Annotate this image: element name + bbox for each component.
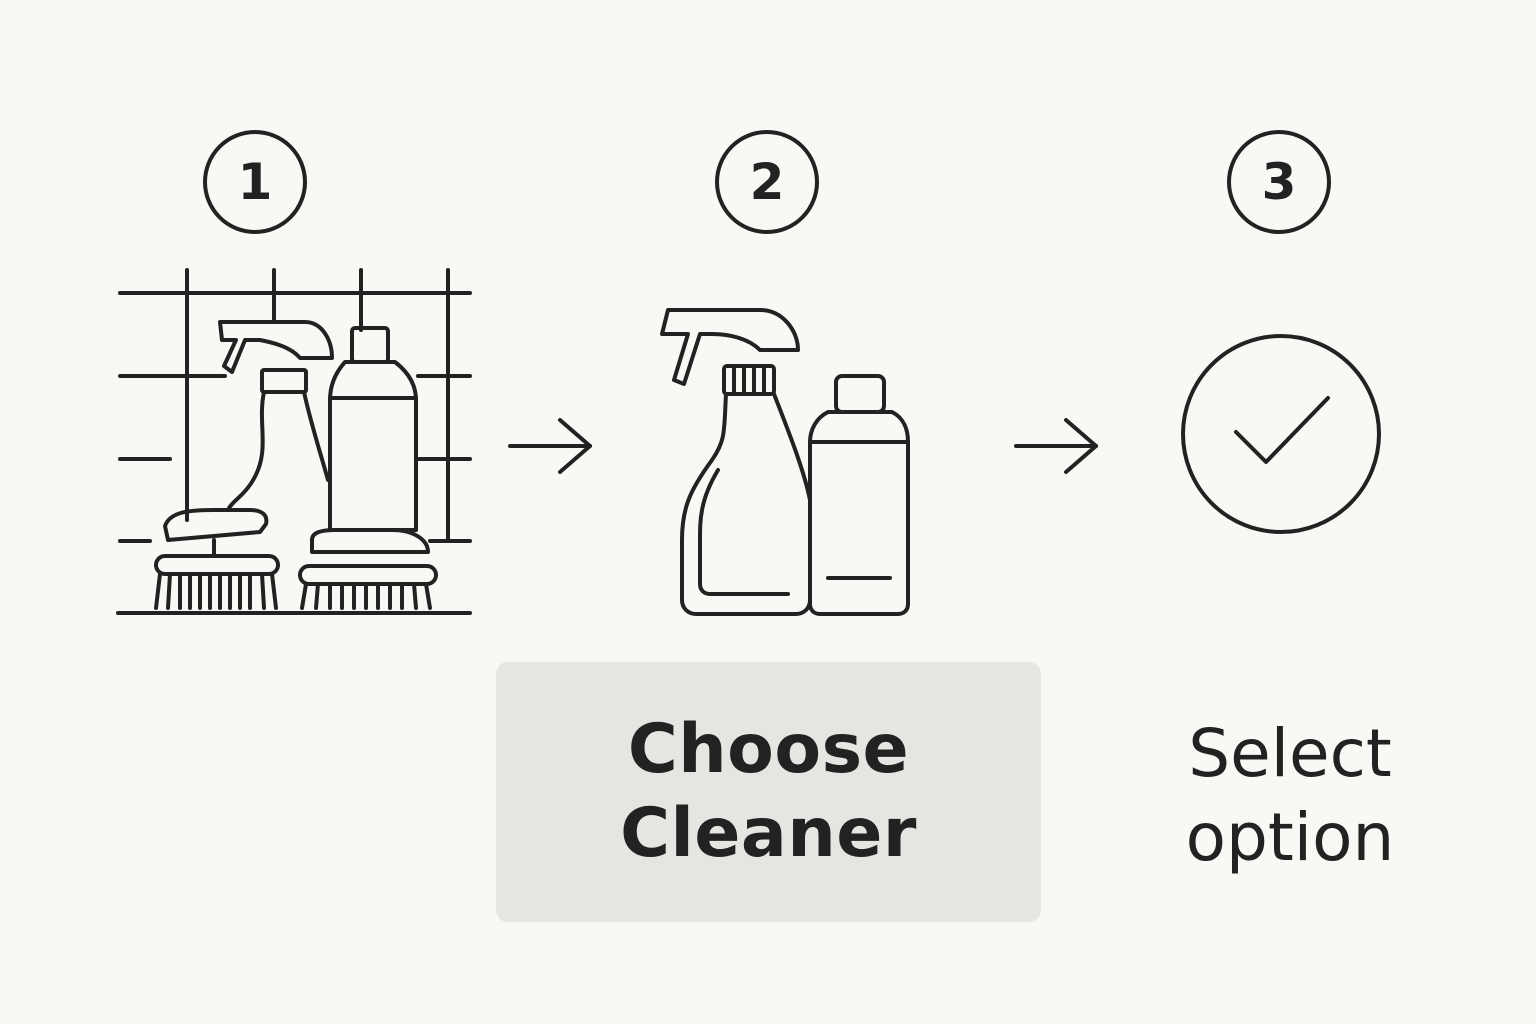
- step-2-label-line-1: Choose: [627, 710, 910, 789]
- step-2-number-badge: 2: [715, 130, 819, 234]
- cleaning-supplies-with-tiles-icon: [116, 268, 472, 615]
- tile-grid: [116, 268, 472, 615]
- spray-bottle-small: [218, 320, 334, 512]
- step-2-label-line-2: Cleaner: [620, 794, 917, 873]
- step-3-label-line-2: option: [1185, 799, 1395, 876]
- step-1-number: 1: [237, 153, 273, 211]
- checkmark-circle-icon: [1181, 334, 1381, 534]
- step-3-number-badge: 3: [1227, 130, 1331, 234]
- bottle: [808, 374, 910, 616]
- spray-bottle: [660, 308, 812, 616]
- step-3-number: 3: [1261, 153, 1297, 211]
- step-3-label: Select option: [1120, 712, 1460, 880]
- scrub-brush-left: [154, 508, 280, 610]
- scrub-brush-right: [298, 528, 438, 610]
- step-1-number-badge: 1: [203, 130, 307, 234]
- arrow-right-icon: [508, 418, 592, 474]
- arrow-right-icon: [1014, 418, 1098, 474]
- step-3-label-line-1: Select: [1188, 715, 1392, 792]
- step-2-label-box: Choose Cleaner: [496, 662, 1041, 922]
- spray-bottle-and-bottle-icon: [660, 308, 910, 616]
- step-2-number: 2: [749, 153, 785, 211]
- bottle-small: [328, 326, 418, 532]
